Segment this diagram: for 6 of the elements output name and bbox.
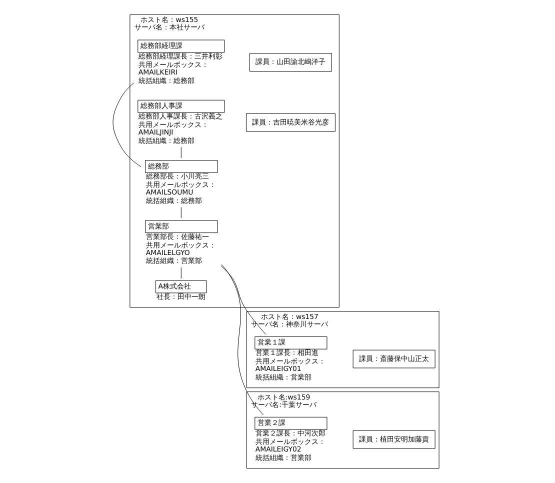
connector	[180, 146, 181, 158]
connector	[180, 267, 181, 279]
connector	[220, 266, 266, 335]
connector	[180, 207, 181, 218]
connector	[112, 82, 141, 168]
connector	[220, 264, 263, 416]
